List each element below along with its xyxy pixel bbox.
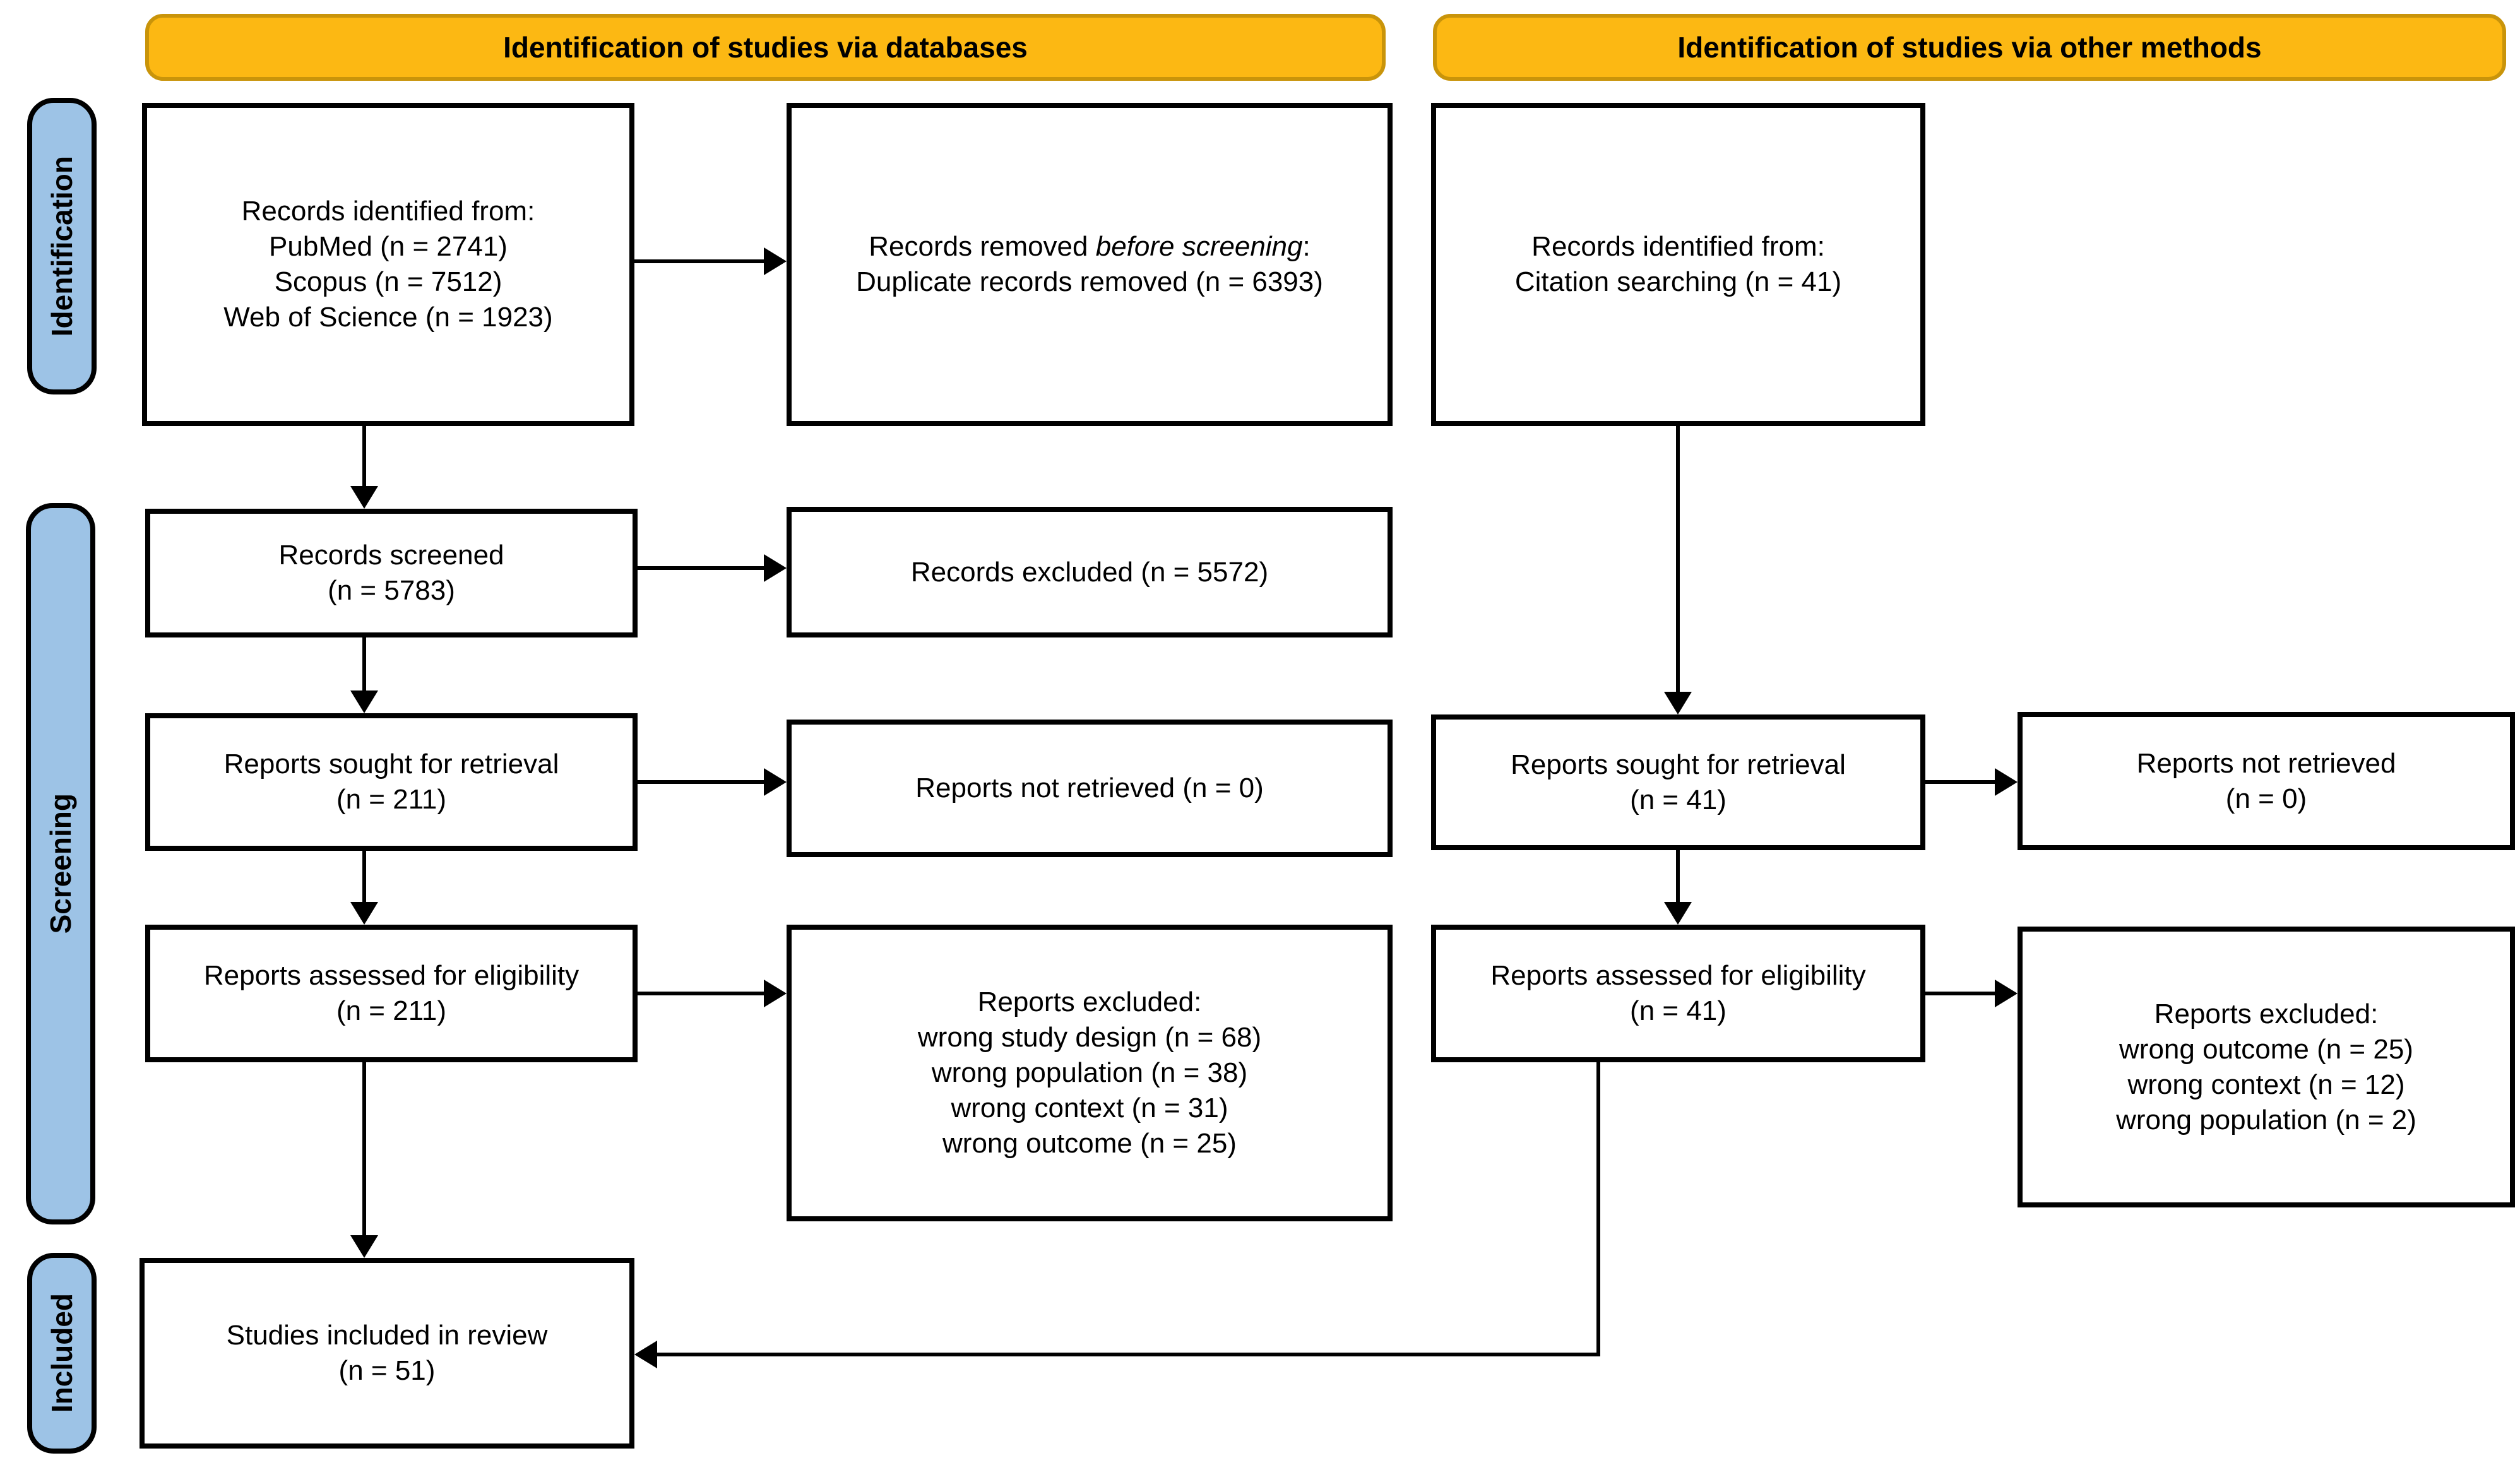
box-reports-excluded-databases: Reports excluded: wrong study design (n …	[787, 925, 1393, 1221]
arrowhead-down-icon	[350, 691, 378, 713]
box-line: Records identified from:	[241, 196, 535, 227]
stage-identification-label: Identification	[45, 155, 78, 337]
stage-included-label: Included	[45, 1293, 78, 1413]
box-line: wrong population (n = 38)	[931, 1057, 1248, 1088]
arrowhead-down-icon	[350, 902, 378, 925]
stage-included: Included	[27, 1253, 97, 1454]
box-line: Reports assessed for eligibility	[1490, 960, 1866, 991]
box-line: Web of Science (n = 1923)	[223, 302, 553, 333]
arrow-identified-to-removed	[634, 259, 764, 263]
box-line: (n = 41)	[1630, 784, 1727, 815]
arrow-identified-to-screened	[362, 426, 366, 486]
box-line: Reports excluded:	[2154, 998, 2379, 1029]
box-line: wrong outcome (n = 25)	[2119, 1033, 2413, 1065]
box-line: Reports assessed for eligibility	[203, 960, 579, 991]
box-line: wrong context (n = 31)	[951, 1093, 1228, 1123]
box-line: wrong outcome (n = 25)	[942, 1128, 1237, 1159]
arrow-assessed-to-excluded	[634, 992, 764, 995]
box-line: Scopus (n = 7512)	[274, 266, 502, 297]
arrow-sought-to-assessed	[362, 851, 366, 902]
box-records-screened: Records screened (n = 5783)	[145, 509, 638, 637]
arrow-citation-to-sought	[1676, 426, 1680, 692]
box-line: (n = 51)	[338, 1355, 436, 1386]
box-line: wrong context (n = 12)	[2127, 1069, 2405, 1100]
arrow-sought-to-notretrieved	[638, 780, 764, 784]
arrow-sought-other-to-notretrieved	[1925, 780, 1995, 784]
box-line: (n = 5783)	[328, 575, 455, 606]
banner-other-methods-label: Identification of studies via other meth…	[1677, 31, 2262, 64]
box-records-removed-before-screening: Records removed before screening: Duplic…	[787, 103, 1393, 426]
box-records-identified-databases: Records identified from: PubMed (n = 274…	[142, 103, 634, 426]
arrow-screened-to-excluded	[638, 566, 764, 570]
box-line: Records screened	[278, 540, 504, 571]
arrowhead-right-icon	[1995, 768, 2018, 796]
arrow-assessed-other-to-included-vertical	[1596, 1062, 1600, 1356]
arrowhead-right-icon	[764, 768, 787, 796]
box-line: (n = 41)	[1630, 995, 1727, 1026]
box-line: Reports excluded:	[977, 987, 1202, 1017]
box-line: Records identified from:	[1531, 231, 1825, 262]
box-line: Reports not retrieved (n = 0)	[915, 773, 1264, 803]
box-reports-assessed-databases: Reports assessed for eligibility (n = 21…	[145, 925, 638, 1062]
box-line: Records excluded (n = 5572)	[910, 556, 1269, 588]
box-reports-excluded-other: Reports excluded: wrong outcome (n = 25)…	[2018, 927, 2515, 1207]
box-studies-included: Studies included in review (n = 51)	[140, 1258, 634, 1449]
box-reports-sought-databases: Reports sought for retrieval (n = 211)	[145, 713, 638, 851]
banner-databases: Identification of studies via databases	[145, 14, 1386, 81]
arrowhead-right-icon	[764, 247, 787, 275]
box-line: (n = 211)	[336, 995, 447, 1026]
arrow-assessed-other-to-included-horizontal	[657, 1353, 1600, 1356]
arrow-sought-other-to-assessed	[1676, 850, 1680, 902]
box-records-excluded: Records excluded (n = 5572)	[787, 507, 1393, 637]
box-line: Reports not retrieved	[2136, 747, 2396, 779]
box-reports-not-retrieved-databases: Reports not retrieved (n = 0)	[787, 720, 1393, 857]
arrowhead-right-icon	[764, 980, 787, 1007]
banner-databases-label: Identification of studies via databases	[503, 31, 1028, 64]
arrowhead-down-icon	[350, 486, 378, 509]
box-line: (n = 211)	[336, 784, 447, 815]
box-line: wrong study design (n = 68)	[917, 1022, 1262, 1053]
box-reports-sought-other: Reports sought for retrieval (n = 41)	[1431, 714, 1925, 850]
stage-identification: Identification	[27, 98, 97, 394]
arrow-assessed-to-included	[362, 1062, 366, 1235]
banner-other-methods: Identification of studies via other meth…	[1433, 14, 2506, 81]
box-reports-not-retrieved-other: Reports not retrieved (n = 0)	[2018, 712, 2515, 850]
box-line: Reports sought for retrieval	[223, 749, 559, 779]
box-reports-assessed-other: Reports assessed for eligibility (n = 41…	[1431, 925, 1925, 1062]
box-line: Records removed before screening:	[869, 231, 1311, 262]
arrowhead-down-icon	[350, 1235, 378, 1258]
arrowhead-down-icon	[1664, 902, 1692, 925]
box-line: Citation searching (n = 41)	[1514, 266, 1842, 297]
arrow-screened-to-sought	[362, 637, 366, 691]
box-line: (n = 0)	[2225, 783, 2307, 814]
arrow-assessed-other-to-excluded	[1925, 992, 1995, 995]
box-records-identified-other: Records identified from: Citation search…	[1431, 103, 1925, 426]
stage-screening: Screening	[26, 503, 95, 1224]
box-line: Studies included in review	[226, 1320, 548, 1351]
arrowhead-left-icon	[634, 1341, 657, 1368]
arrowhead-right-icon	[764, 554, 787, 582]
arrowhead-right-icon	[1995, 980, 2018, 1007]
box-line: PubMed (n = 2741)	[269, 231, 508, 262]
box-line: wrong population (n = 2)	[2116, 1104, 2416, 1135]
box-line: Duplicate records removed (n = 6393)	[856, 266, 1323, 297]
stage-screening-label: Screening	[44, 793, 77, 934]
box-line: Reports sought for retrieval	[1511, 749, 1846, 780]
arrowhead-down-icon	[1664, 692, 1692, 714]
